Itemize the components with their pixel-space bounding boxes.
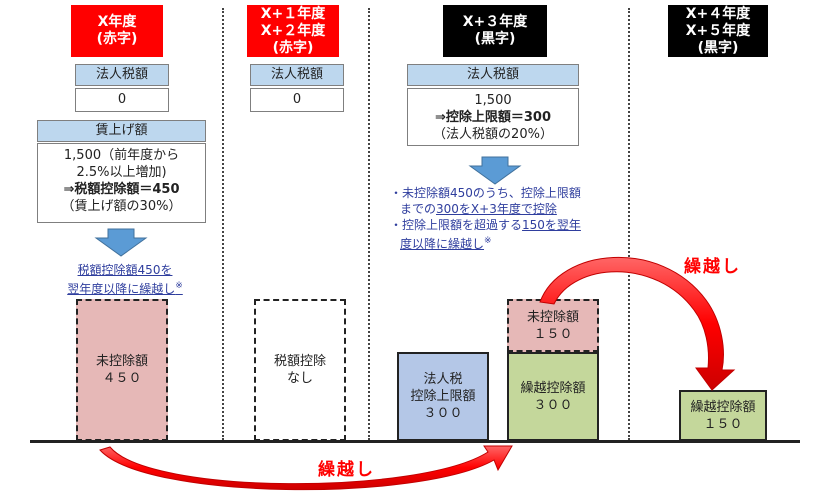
header-line: X+５年度 bbox=[685, 22, 751, 39]
carry-forward-arrow-icon bbox=[99, 445, 513, 491]
col2-no-credit-bar: 税額控除 なし bbox=[254, 299, 346, 441]
col3-notes: ・未控除額450のうち、控除上限額 までの300をX+3年度で控除 ・控除上限額… bbox=[390, 185, 620, 252]
wage-line: （賃上げ額の30%） bbox=[61, 199, 182, 214]
header-year-x3: X+３年度 (黒字) bbox=[443, 5, 547, 57]
down-arrow-icon bbox=[94, 228, 148, 257]
tax-value-line: 1,500 bbox=[474, 93, 512, 108]
col1-wage-label: 賃上げ額 bbox=[37, 120, 206, 142]
note-line: 翌年度以降に繰越し bbox=[67, 282, 176, 296]
header-line: (黒字) bbox=[697, 39, 739, 56]
col3-tax-detail: 1,500 ⇒控除上限額＝300 （法人税額の20%） bbox=[407, 88, 579, 146]
header-year-x1-x2: X+１年度 X+２年度 (赤字) bbox=[247, 5, 339, 57]
down-arrow-icon bbox=[468, 156, 522, 185]
header-line: X年度 bbox=[97, 14, 137, 30]
note-underlined: 度以降に繰越し bbox=[400, 237, 485, 251]
col2-tax-label: 法人税額 bbox=[250, 64, 344, 86]
header-year-x: X年度 (赤字) bbox=[71, 5, 163, 57]
note-underlined: 控除上限額を超過する bbox=[402, 218, 523, 232]
col3-tax-limit-bar: 法人税 控除上限額 ３００ bbox=[397, 352, 489, 441]
tax-limit-line: ⇒控除上限額＝300 bbox=[434, 110, 552, 125]
col1-tax-value: 0 bbox=[75, 88, 169, 112]
note-line: 税額控除額450を bbox=[77, 263, 173, 277]
header-line: (赤字) bbox=[96, 31, 138, 47]
tax-value-line: （法人税額の20%） bbox=[433, 127, 553, 142]
col1-uncredited-bar: 未控除額 ４５０ bbox=[76, 299, 168, 441]
column-divider bbox=[222, 8, 224, 440]
wage-line: 2.5%以上増加) bbox=[76, 165, 167, 180]
note-text: ・ bbox=[390, 218, 403, 232]
column-divider bbox=[628, 8, 630, 440]
col2-tax-value: 0 bbox=[250, 88, 344, 112]
note-mark: ※ bbox=[175, 281, 183, 291]
note-text: ・未控除額450のうち、控除上限額 bbox=[390, 186, 581, 200]
col4-carry-bar: 繰越控除額 １５０ bbox=[679, 390, 767, 441]
col1-wage-detail: 1,500（前年度から 2.5%以上増加) ⇒税額控除額＝450 （賃上げ額の3… bbox=[37, 143, 206, 223]
note-mark: ※ bbox=[484, 236, 492, 246]
header-line: (赤字) bbox=[272, 39, 314, 56]
baseline bbox=[30, 440, 800, 443]
header-line: X+３年度 bbox=[462, 14, 528, 30]
wage-line-credit: ⇒税額控除額＝450 bbox=[63, 182, 180, 197]
col3-carry-used-bar: 繰越控除額 ３００ bbox=[507, 352, 599, 441]
carry-label-top: 繰越し bbox=[684, 257, 741, 277]
note-text: までの bbox=[400, 202, 437, 216]
header-line: X+１年度 bbox=[260, 5, 326, 22]
note-underlined: 150を翌年 bbox=[522, 218, 581, 232]
header-line: X+４年度 bbox=[685, 5, 751, 22]
col3-uncredited-bar: 未控除額 １５０ bbox=[507, 299, 599, 352]
col3-tax-label: 法人税額 bbox=[407, 64, 579, 86]
col1-note: 税額控除額450を 翌年度以降に繰越し※ bbox=[40, 262, 210, 297]
header-line: X+２年度 bbox=[260, 22, 326, 39]
carry-label-bottom: 繰越し bbox=[318, 460, 375, 480]
note-underlined: 300をX+3年度で控除 bbox=[436, 202, 557, 216]
header-line: (黒字) bbox=[474, 31, 516, 47]
wage-line: 1,500（前年度から bbox=[63, 148, 180, 163]
column-divider bbox=[368, 8, 370, 440]
header-year-x4-x5: X+４年度 X+５年度 (黒字) bbox=[668, 5, 768, 57]
col1-tax-label: 法人税額 bbox=[75, 64, 169, 86]
